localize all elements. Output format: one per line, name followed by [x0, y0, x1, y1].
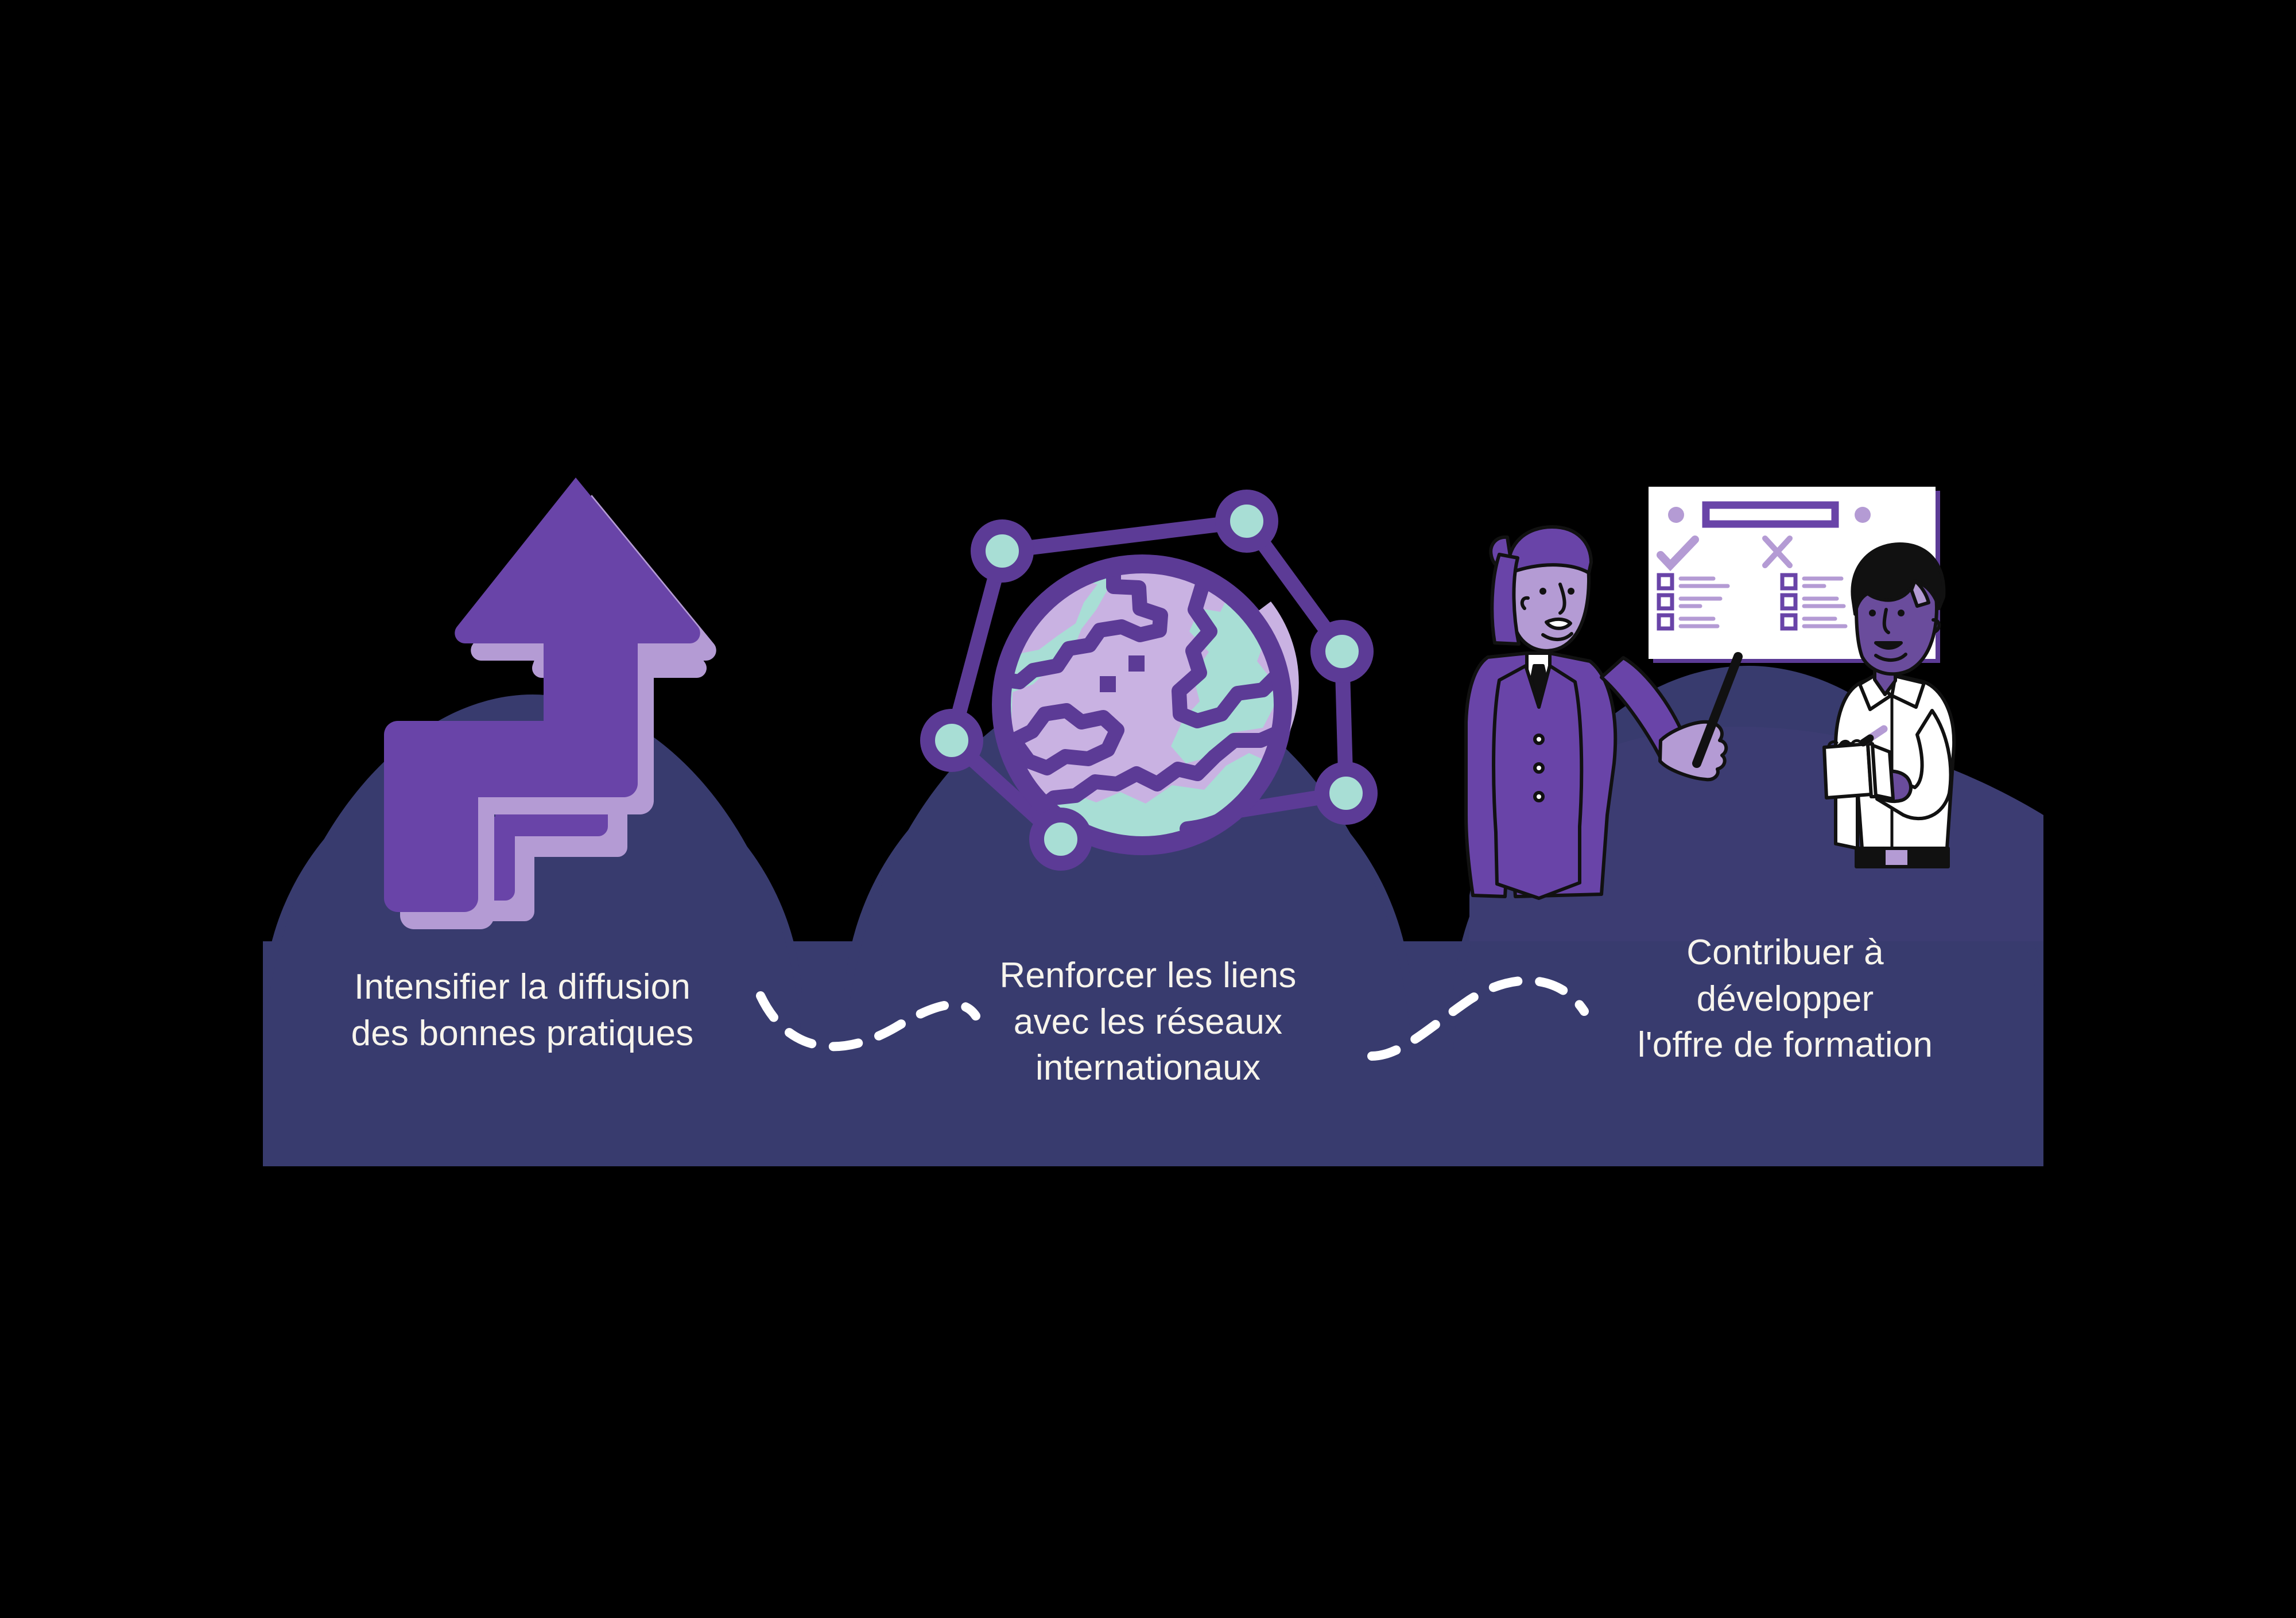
presenter-chin: [1541, 632, 1573, 641]
student-hair-highlight: [1910, 579, 1930, 608]
checkbox-column-right: [1780, 573, 1848, 631]
student-mouth: [1874, 641, 1903, 650]
cross-icon: [1762, 536, 1793, 568]
presenter-button-2: [1533, 762, 1545, 774]
arrow-main-shape: [384, 478, 700, 912]
notepad-spine: [1866, 742, 1878, 798]
presenter-vest: [1492, 664, 1584, 900]
student-hair: [1851, 542, 1946, 616]
globe-sphere: [992, 554, 1299, 855]
check-icon: [1657, 536, 1699, 572]
network-nodes: [920, 490, 1378, 871]
student-collar-2: [1890, 674, 1926, 709]
globe-dot-2: [1100, 676, 1116, 692]
student-eye-left: [1869, 610, 1876, 616]
presenter-nose: [1558, 583, 1566, 615]
presenter-hair-tail: [1490, 553, 1521, 646]
student-ear: [1932, 618, 1941, 633]
section-label-diffusion: Intensifier la diffusion des bonnes prat…: [351, 967, 694, 1053]
student-chin: [1874, 653, 1907, 662]
connector-1: [756, 991, 980, 1051]
whiteboard-dot-right: [1855, 507, 1871, 523]
presenter-eye-left: [1539, 588, 1546, 595]
presenter-button-1: [1533, 734, 1545, 745]
student-eye-right: [1898, 610, 1905, 616]
section-label-reseaux: Renforcer les liens avec les réseaux int…: [999, 956, 1297, 1088]
presenter-figure: [1464, 525, 1743, 900]
student-belt-buckle: [1882, 847, 1911, 868]
presenter-button-3: [1533, 791, 1545, 802]
whiteboard-dot-left: [1668, 507, 1684, 523]
globe-dot-1: [1128, 655, 1145, 672]
pen-icon: [1859, 725, 1888, 747]
student-figure: [1822, 542, 1956, 868]
section-label-formation: Contribuer à développer l'offre de forma…: [1637, 933, 1933, 1065]
presenter-ear: [1520, 596, 1530, 610]
checkbox-column-left: [1657, 573, 1730, 631]
whiteboard-title-bar: [1702, 501, 1839, 528]
student-nose: [1882, 608, 1890, 634]
presenter-eye-right: [1568, 588, 1574, 595]
presenter-mouth: [1545, 618, 1572, 630]
pointer-stick: [1692, 652, 1743, 768]
connector-2: [1367, 976, 1589, 1061]
